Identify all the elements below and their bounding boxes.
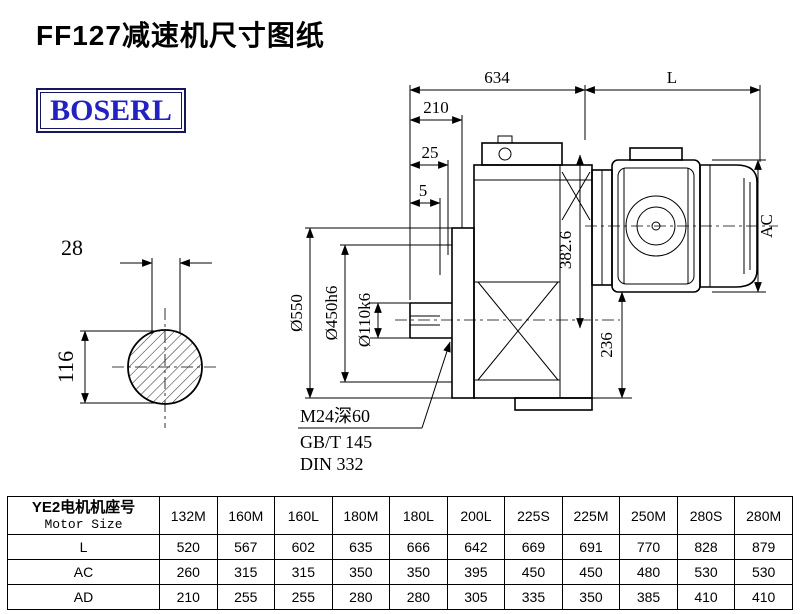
cell-L-200L: 642 xyxy=(446,534,506,560)
cell-AD-160M: 255 xyxy=(216,584,276,610)
column-header-160M: 160M xyxy=(216,496,276,535)
technical-drawing: 28 116 xyxy=(53,68,778,474)
column-header-132M: 132M xyxy=(159,496,218,535)
table-row-AD: AD 210 255 255 280 280 305 335 350 385 4… xyxy=(7,584,793,610)
dimension-annotations: 634 L 210 25 5 AC xyxy=(287,68,776,399)
column-header-250M: 250M xyxy=(619,496,678,535)
note-standard-gbt: GB/T 145 xyxy=(300,432,372,452)
cell-AD-180M: 280 xyxy=(331,584,391,610)
note-tap-depth: M24深60 xyxy=(300,406,370,426)
dim-AC-label: AC xyxy=(757,214,776,238)
dim-L-label: L xyxy=(667,68,677,87)
note-standard-din: DIN 332 xyxy=(300,454,364,474)
column-header-200L: 200L xyxy=(446,496,506,535)
dim-236-label: 236 xyxy=(597,332,616,358)
drawing-notes: M24深60 GB/T 145 DIN 332 xyxy=(298,341,451,474)
brand-logo: BOSERL xyxy=(36,88,186,133)
cell-AC-180M: 350 xyxy=(331,559,391,585)
dim-550-label: Ø550 xyxy=(287,294,306,332)
cell-AD-250M: 385 xyxy=(619,584,678,610)
cell-AD-200L: 305 xyxy=(446,584,506,610)
cell-AD-160L: 255 xyxy=(274,584,333,610)
dim-5-label: 5 xyxy=(419,181,428,200)
cell-L-132M: 520 xyxy=(159,534,218,560)
column-header-180L: 180L xyxy=(389,496,448,535)
cell-AC-225M: 450 xyxy=(561,559,621,585)
row-label-AC: AC xyxy=(7,559,160,585)
row-label-AD: AD xyxy=(7,584,160,610)
cell-AC-280S: 530 xyxy=(676,559,736,585)
shaft-end-view: 28 116 xyxy=(53,235,220,428)
cell-AC-160L: 315 xyxy=(274,559,333,585)
column-header-225S: 225S xyxy=(504,496,563,535)
dim-28-label: 28 xyxy=(61,235,83,260)
cell-AD-225S: 335 xyxy=(504,584,563,610)
brand-logo-text: BOSERL xyxy=(50,93,172,127)
cell-L-250M: 770 xyxy=(619,534,678,560)
motor-size-header: YE2电机机座号 Motor Size xyxy=(7,496,160,535)
cell-AD-225M: 350 xyxy=(561,584,621,610)
cell-L-225S: 669 xyxy=(504,534,563,560)
column-header-280S: 280S xyxy=(676,496,736,535)
cell-L-280S: 828 xyxy=(676,534,736,560)
page-title: FF127减速机尺寸图纸 xyxy=(36,20,325,51)
row-label-L: L xyxy=(7,534,160,560)
cell-AC-250M: 480 xyxy=(619,559,678,585)
cell-AC-180L: 350 xyxy=(389,559,448,585)
dim-450h6-label: Ø450h6 xyxy=(322,286,341,341)
cell-AD-180L: 280 xyxy=(389,584,448,610)
motor-size-header-cn: YE2电机机座号 xyxy=(31,499,136,516)
cell-L-160L: 602 xyxy=(274,534,333,560)
cell-AC-160M: 315 xyxy=(216,559,276,585)
cell-AC-200L: 395 xyxy=(446,559,506,585)
column-header-225M: 225M xyxy=(561,496,621,535)
table-row-L: L 520 567 602 635 666 642 669 691 770 82… xyxy=(7,534,793,560)
column-header-180M: 180M xyxy=(331,496,391,535)
cell-AC-225S: 450 xyxy=(504,559,563,585)
shaft-section-circle xyxy=(127,329,203,405)
table-header-row: YE2电机机座号 Motor Size 132M 160M 160L 180M … xyxy=(7,496,793,535)
cell-L-160M: 567 xyxy=(216,534,276,560)
dim-634-label: 634 xyxy=(484,68,510,87)
cell-AC-280M: 530 xyxy=(734,559,793,585)
cell-L-280M: 879 xyxy=(734,534,793,560)
cell-AC-132M: 260 xyxy=(159,559,218,585)
table-row-AC: AC 260 315 315 350 350 395 450 450 480 5… xyxy=(7,559,793,585)
motor-size-table: YE2电机机座号 Motor Size 132M 160M 160L 180M … xyxy=(7,496,793,610)
dim-25-label: 25 xyxy=(422,143,439,162)
cell-L-225M: 691 xyxy=(561,534,621,560)
dim-382-label: 382.6 xyxy=(556,231,575,269)
column-header-160L: 160L xyxy=(274,496,333,535)
cell-AD-132M: 210 xyxy=(159,584,218,610)
dim-110k6-label: Ø110k6 xyxy=(355,293,374,347)
cell-L-180M: 635 xyxy=(331,534,391,560)
dim-116-label: 116 xyxy=(53,351,78,383)
cell-AD-280S: 410 xyxy=(676,584,736,610)
cell-L-180L: 666 xyxy=(389,534,448,560)
column-header-280M: 280M xyxy=(734,496,793,535)
dim-210-label: 210 xyxy=(423,98,449,117)
reducer-side-view xyxy=(395,135,620,411)
motor-size-header-en: Motor Size xyxy=(44,517,123,532)
motor-view xyxy=(585,147,778,293)
cell-AD-280M: 410 xyxy=(734,584,793,610)
